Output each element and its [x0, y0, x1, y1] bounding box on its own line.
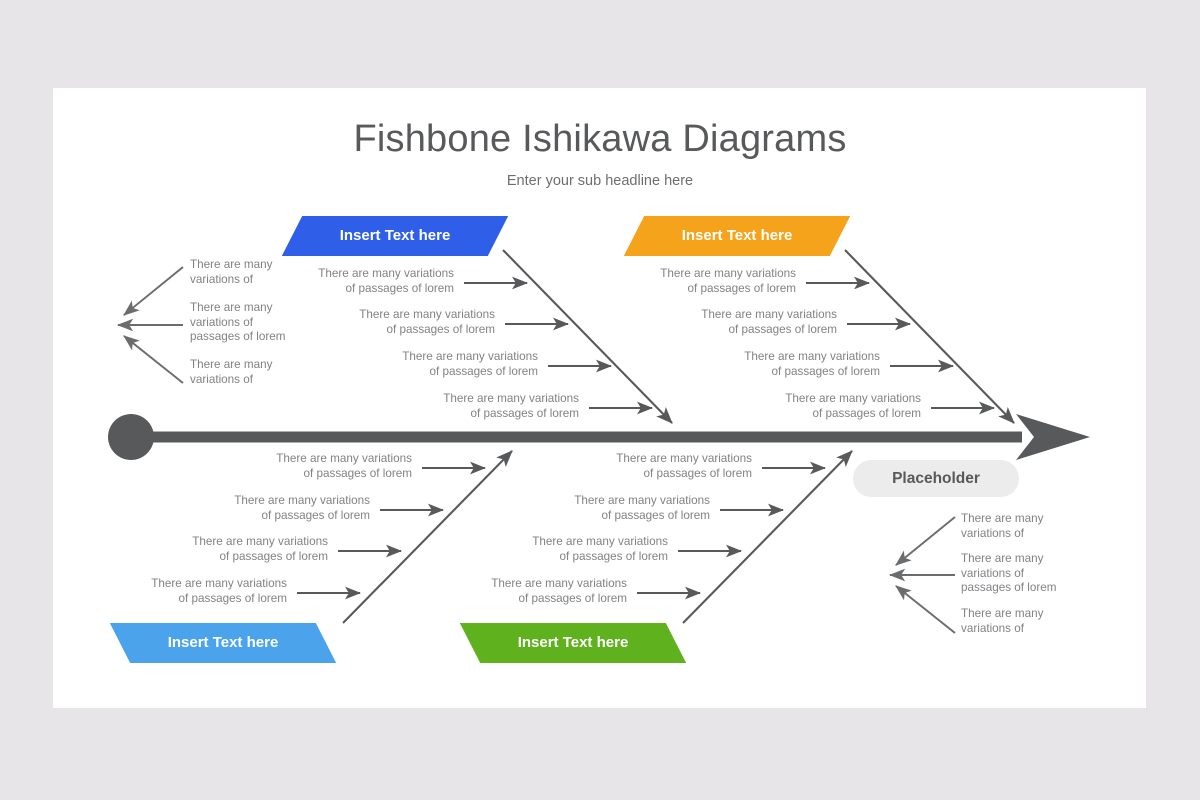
category-banner-bottom-right[interactable]: Insert Text here [459, 623, 687, 663]
right-cluster-arrows [888, 516, 956, 634]
spine-arrow-head [1016, 414, 1090, 460]
cause-label-green-2: There are many variations of passages of… [574, 494, 710, 522]
right-cluster-arrow-top [895, 516, 956, 566]
bone-line-top-left [502, 249, 673, 424]
right-cluster-label-mid: There are many variations of passages of… [961, 552, 1057, 595]
right-cluster-arrow-bottom [895, 585, 956, 634]
cause-label-ltblue-3: There are many variations of passages of… [192, 535, 328, 563]
cause-label-green-3: There are many variations of passages of… [532, 535, 668, 563]
cause-label-orange-4: There are many variations of passages of… [785, 392, 921, 420]
bone-line-bottom-right [682, 450, 853, 624]
placeholder-label: Placeholder [892, 470, 980, 487]
right-cluster-label-top: There are many variations of [961, 512, 1044, 540]
category-banner-top-right[interactable]: Insert Text here [623, 216, 851, 256]
bone-line-bottom-left [342, 450, 513, 624]
left-cluster-arrow-bottom [123, 335, 184, 384]
category-banner-bottom-left-label: Insert Text here [167, 634, 279, 651]
left-cluster-label-top: There are many variations of [190, 258, 273, 286]
cause-label-blue-3: There are many variations of passages of… [402, 350, 538, 378]
cause-label-ltblue-2: There are many variations of passages of… [234, 494, 370, 522]
left-cluster-label-mid: There are many variations of passages of… [190, 301, 286, 344]
left-cluster-label-bottom: There are many variations of [190, 358, 273, 386]
cause-label-ltblue-4: There are many variations of passages of… [151, 577, 287, 605]
page-subtitle: Enter your sub headline here [506, 173, 694, 189]
spine-group [108, 414, 1090, 460]
category-banner-top-left[interactable]: Insert Text here [281, 216, 509, 256]
cause-label-ltblue-1: There are many variations of passages of… [276, 452, 412, 480]
spine-head-circle [108, 414, 154, 460]
right-cluster-label-bottom: There are many variations of [961, 607, 1044, 635]
cause-label-orange-2: There are many variations of passages of… [701, 308, 837, 336]
category-banner-bottom-left[interactable]: Insert Text here [109, 623, 337, 663]
slide-canvas [53, 88, 1146, 708]
cause-label-blue-2: There are many variations of passages of… [359, 308, 495, 336]
cause-label-blue-1: There are many variations of passages of… [318, 267, 454, 295]
placeholder-pill[interactable]: Placeholder [853, 460, 1019, 497]
category-banner-bottom-right-label: Insert Text here [517, 634, 629, 651]
bone-line-top-right [844, 249, 1015, 424]
cause-label-orange-1: There are many variations of passages of… [660, 267, 796, 295]
category-banner-top-right-label: Insert Text here [681, 227, 793, 244]
left-cluster-arrow-top [123, 266, 184, 316]
cause-label-orange-3: There are many variations of passages of… [744, 350, 880, 378]
cause-label-green-1: There are many variations of passages of… [616, 452, 752, 480]
left-cluster-arrows [116, 266, 184, 384]
category-banner-top-left-label: Insert Text here [339, 227, 451, 244]
cause-label-green-4: There are many variations of passages of… [491, 577, 627, 605]
cause-label-blue-4: There are many variations of passages of… [443, 392, 579, 420]
page-title: Fishbone Ishikawa Diagrams [353, 118, 847, 160]
